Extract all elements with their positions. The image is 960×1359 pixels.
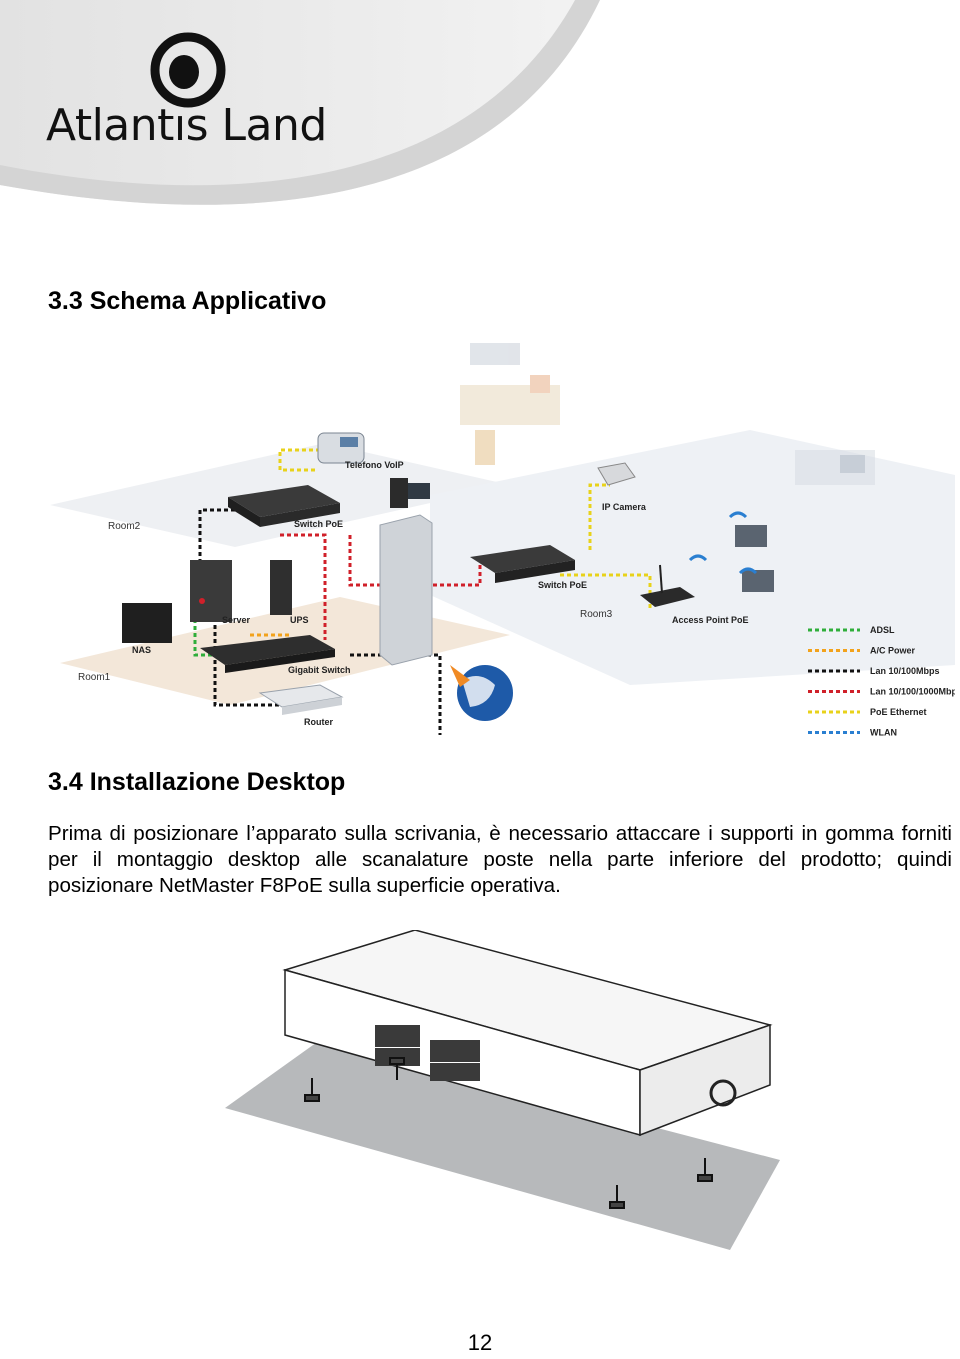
nas-icon <box>122 603 172 643</box>
logo-text: Atlantıs Land <box>46 100 327 151</box>
desk-surface <box>225 1040 780 1250</box>
page-number: 12 <box>467 1330 493 1355</box>
switch-mounting-illustration <box>225 930 780 1250</box>
router-icon <box>258 684 344 715</box>
legend-label: ADSL <box>870 625 895 635</box>
legend-label: PoE Ethernet <box>870 707 927 717</box>
desktop-pc-icon <box>390 478 430 508</box>
atlantis-logo-icon <box>150 32 226 108</box>
label-nas: NAS <box>132 645 151 655</box>
label-telefono-voip: Telefono VoIP <box>345 460 404 470</box>
network-diagram: Room2 Room1 Room3 Telefono VoIP Switch P… <box>50 343 955 738</box>
label-server: Server <box>222 615 251 625</box>
room2-label: Room2 <box>108 521 141 532</box>
internet-globe-icon <box>450 665 513 721</box>
voip-phone-icon <box>317 432 365 464</box>
legend-label: A/C Power <box>870 646 916 656</box>
room1-label: Room1 <box>78 672 111 683</box>
label-router: Router <box>304 717 333 727</box>
access-point-icon <box>640 564 695 607</box>
label-ip-camera: IP Camera <box>602 502 647 512</box>
label-gigabit-switch: Gigabit Switch <box>288 665 351 675</box>
office-furniture <box>460 343 875 485</box>
ups-icon <box>270 560 292 615</box>
section-heading-installazione: 3.4 Installazione Desktop <box>48 768 346 796</box>
wifi-icons <box>688 511 758 575</box>
ip-camera-icon <box>597 462 636 486</box>
switch-poe-icon <box>228 485 340 527</box>
gigabit-switch-icon <box>200 635 335 673</box>
switch-poe-2-icon <box>470 545 575 583</box>
room3-label: Room3 <box>580 609 613 620</box>
laptop-icon <box>735 525 774 592</box>
switch-side <box>639 1023 771 1137</box>
section-heading-schema: 3.3 Schema Applicativo <box>48 287 327 315</box>
tower-server-icon <box>190 560 232 622</box>
rubber-foot-icon <box>304 1057 713 1209</box>
installation-paragraph: Prima di posizionare l’apparato sulla sc… <box>48 822 952 897</box>
legend-label: Lan 10/100Mbps <box>870 666 940 676</box>
server-rack-icon <box>379 514 433 666</box>
label-ups: UPS <box>290 615 309 625</box>
header-swoosh <box>0 0 600 205</box>
label-access-point: Access Point PoE <box>672 615 749 625</box>
label-switch-poe-1: Switch PoE <box>294 519 343 529</box>
legend-label: Lan 10/100/1000Mbps <box>870 687 955 697</box>
label-switch-poe-2: Switch PoE <box>538 580 587 590</box>
legend-label: WLAN <box>870 728 897 738</box>
power-button-icon <box>709 1079 737 1107</box>
